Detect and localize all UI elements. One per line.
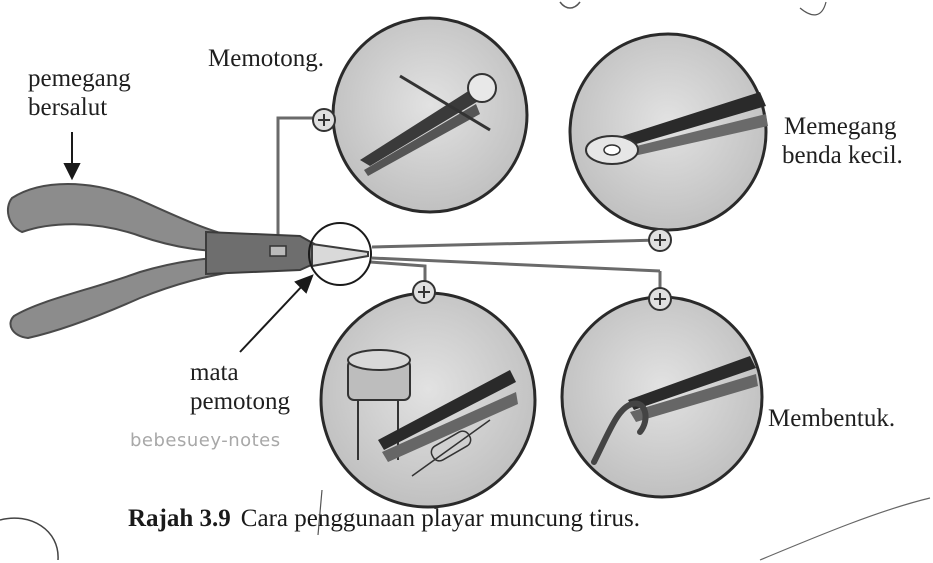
label-edge-line2: pemotong: [190, 388, 290, 415]
page-scribble: [0, 517, 59, 561]
figure-number: Rajah 3.9: [128, 505, 231, 532]
figure-caption-text: Cara penggunaan playar muncung tirus.: [240, 505, 640, 532]
label-grip-line1: pemegang: [28, 65, 131, 92]
pliers-jaws: [311, 242, 369, 268]
label-hold-line1: Memegang: [784, 113, 897, 140]
tip-highlight-circle: [308, 222, 372, 286]
page-scribble: [759, 497, 931, 561]
label-hold-line2: benda kecil.: [782, 142, 903, 169]
page-scribble: [317, 489, 323, 536]
page-scribble: [559, 1, 581, 9]
page-scribble: [799, 1, 827, 16]
label-edge-line1: mata: [190, 359, 239, 386]
label-grip: pemegang bersalut: [28, 64, 131, 122]
circle-holding: [568, 32, 768, 232]
label-hold: Memegang benda kecil.: [782, 112, 903, 170]
grip-arrow: [63, 132, 81, 181]
pliers: [6, 183, 369, 340]
pliers-joint: [205, 230, 319, 276]
circle-bending: [319, 291, 537, 509]
connector-lines: [276, 116, 662, 298]
figure-caption: Rajah 3.9 Cara penggunaan playar muncung …: [128, 505, 640, 533]
label-edge: mata pemotong: [190, 358, 290, 416]
watermark: bebesuey-notes: [130, 430, 281, 451]
circle-shaping: [560, 295, 764, 499]
label-cut: Memotong.: [208, 45, 324, 72]
label-grip-line2: bersalut: [28, 94, 108, 121]
plus-icon: [412, 280, 436, 304]
pliers-lower-handle: [9, 254, 246, 340]
plus-icon: [648, 287, 672, 311]
plus-icon: [312, 108, 336, 132]
label-shape: Membentuk.: [768, 405, 896, 432]
plus-icon: [648, 228, 672, 252]
plus-connectors: [312, 108, 672, 311]
circle-cutting: [331, 16, 529, 214]
edge-arrow: [239, 274, 314, 353]
